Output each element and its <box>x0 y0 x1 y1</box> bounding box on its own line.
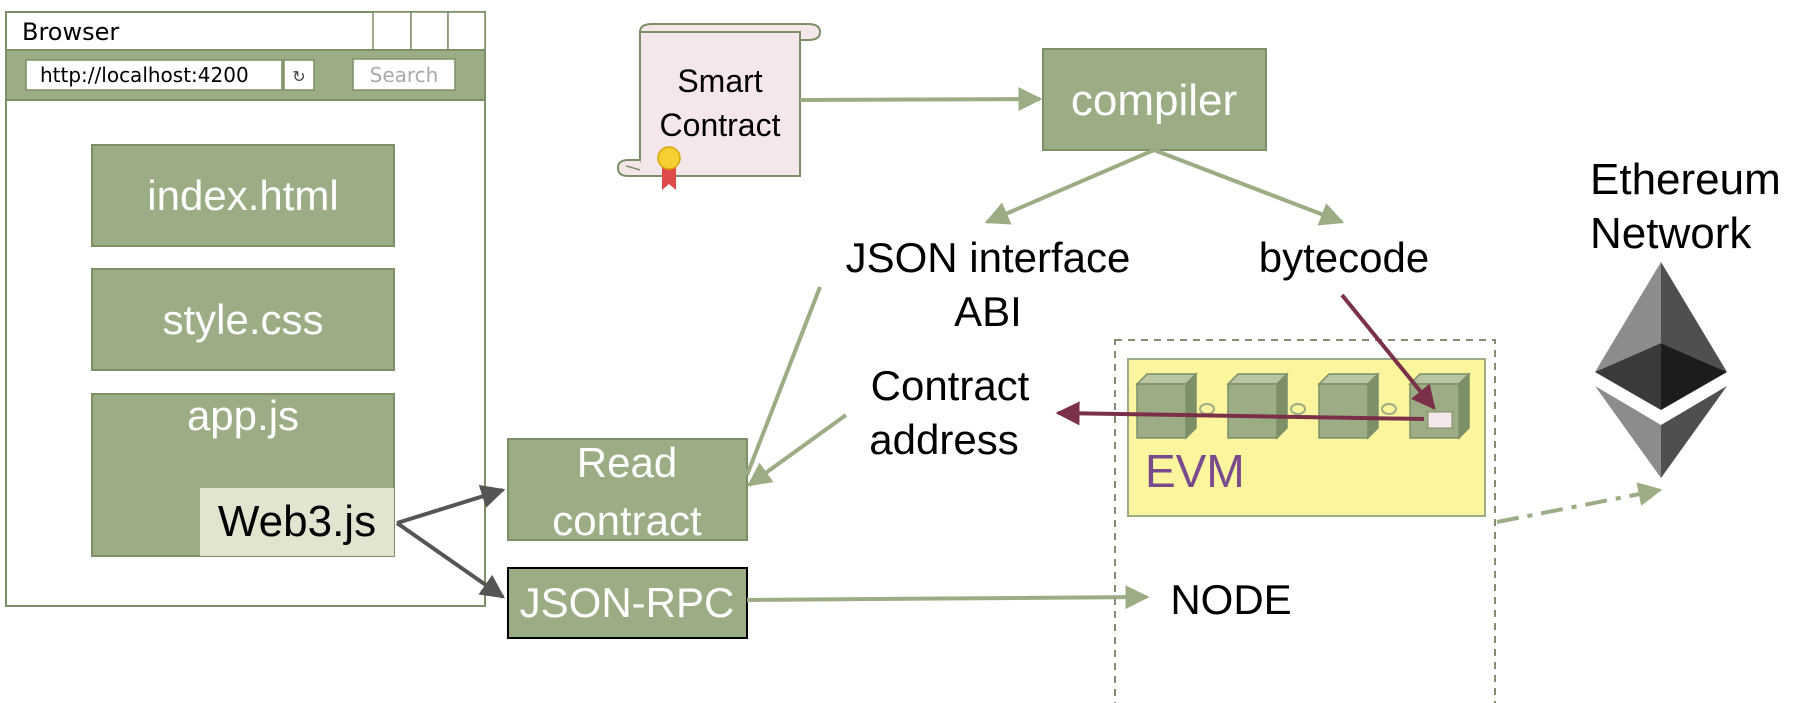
block-cube-icon <box>1226 372 1289 440</box>
window-control-close[interactable] <box>447 11 486 51</box>
abi-label-line1: JSON interface <box>846 234 1131 281</box>
web3-label: Web3.js <box>218 497 376 546</box>
ethereum-line2: Network <box>1590 209 1752 258</box>
web3-box <box>200 488 394 556</box>
contract-address-line1: Contract <box>871 362 1030 409</box>
file-index-html <box>91 144 395 247</box>
url-input[interactable] <box>25 59 283 91</box>
bytecode-label: bytecode <box>1259 234 1429 281</box>
browser-window: Browser http://localhost:4200 ↻ Search i… <box>5 11 486 607</box>
chain-link-icon <box>1199 403 1397 415</box>
arrow-node-to-ethereum <box>1496 482 1663 524</box>
smart-contract-line1: Smart <box>677 63 762 99</box>
arrow-json-rpc-to-node <box>746 585 1150 610</box>
reload-button[interactable] <box>283 59 315 91</box>
blockchain <box>1135 372 1471 440</box>
url-text: http://localhost:4200 <box>40 63 249 87</box>
arrow-web3-to-json-rpc <box>395 521 505 599</box>
search-input[interactable] <box>352 58 456 91</box>
block-cube-icon <box>1135 372 1198 440</box>
arrow-compiler-to-bytecode <box>1153 148 1345 226</box>
node-container <box>1114 339 1496 703</box>
contract-address-line2: address <box>869 416 1018 463</box>
smart-contract-line2: Contract <box>660 107 781 143</box>
arrow-web3-to-read-contract <box>396 484 506 525</box>
file-style-css <box>91 268 395 371</box>
window-control-maximize[interactable] <box>410 11 449 51</box>
evm-label: EVM <box>1145 445 1245 497</box>
json-rpc-box <box>507 567 748 639</box>
window-control-minimize[interactable] <box>372 11 412 51</box>
json-rpc-label: JSON-RPC <box>520 579 735 626</box>
compiler-label: compiler <box>1071 76 1237 125</box>
compiler-box <box>1042 48 1267 151</box>
ethereum-line1: Ethereum <box>1590 155 1781 204</box>
scroll-icon <box>616 23 822 177</box>
search-placeholder: Search <box>370 63 439 87</box>
ethereum-logo-icon <box>1595 262 1727 478</box>
file-style-css-label: style.css <box>162 296 323 343</box>
arrow-contract-to-compiler <box>799 87 1043 112</box>
block-cube-icon <box>1317 372 1380 440</box>
read-contract-box <box>507 438 748 541</box>
read-contract-line2: contract <box>552 497 702 544</box>
abi-label-line2: ABI <box>954 288 1022 335</box>
file-index-html-label: index.html <box>147 172 338 219</box>
node-label: NODE <box>1170 576 1291 623</box>
read-contract-line1: Read <box>577 439 677 486</box>
arrow-block-to-address <box>1055 401 1425 426</box>
browser-title: Browser <box>22 18 119 46</box>
block-cube-icon <box>1408 372 1471 440</box>
reload-icon: ↻ <box>292 67 305 86</box>
ribbon-icon <box>657 146 681 190</box>
connectors <box>395 87 1663 610</box>
file-app-js-label: app.js <box>187 392 299 439</box>
arrow-address-to-read-contract <box>747 413 848 487</box>
smart-contract-scroll: Smart Contract <box>616 23 822 190</box>
arrow-abi-to-read-contract <box>745 286 822 476</box>
arrow-compiler-to-abi <box>984 148 1155 225</box>
arrow-bytecode-to-block <box>1340 293 1436 410</box>
window-controls <box>372 11 486 51</box>
